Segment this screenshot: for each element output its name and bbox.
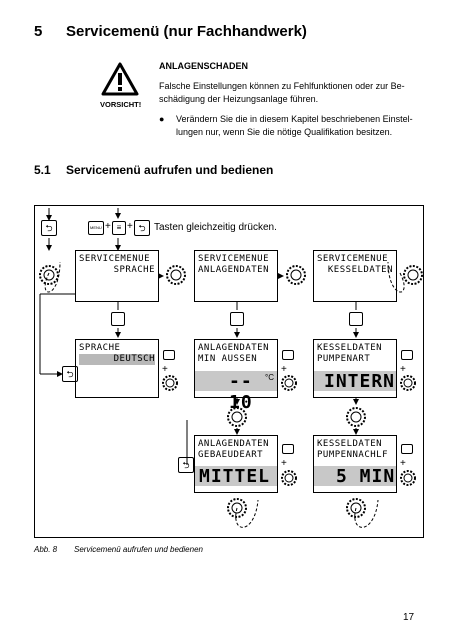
menu-key-label: MENU <box>90 225 102 230</box>
display-line2: SPRACHE <box>113 265 155 275</box>
plus-sign: + <box>281 458 287 469</box>
display-servicemenue-kesseldaten: SERVICEMENUE KESSELDATEN <box>313 250 397 302</box>
display-big-value: 5 MIN <box>336 466 396 487</box>
display-big-value: INTERN <box>324 371 396 392</box>
back-key-icon[interactable]: ⮌ <box>178 457 194 473</box>
display-anlagendaten-min-aussen: ANLAGENDATEN MIN AUSSEN -- 10 °C <box>194 339 278 413</box>
display-kesseldaten-pumpenart: KESSELDATEN PUMPENART INTERN <box>313 339 397 398</box>
section-title: Servicemenü aufrufen und bedienen <box>66 163 274 177</box>
figure-label: Abb. 8 <box>34 545 58 554</box>
warning-text-line1: Falsche Einstellungen können zu Fehlfunk… <box>159 81 405 91</box>
warning-heading: ANLAGENSCHADEN <box>159 61 249 71</box>
chapter-number: 5 <box>34 23 43 40</box>
display-line2: ANLAGENDATEN <box>198 265 270 275</box>
display-line1: ANLAGENDATEN <box>198 439 270 449</box>
info-key-icon[interactable] <box>282 350 294 360</box>
menu-key-icon[interactable] <box>230 312 244 326</box>
rotary-knob-icon[interactable] <box>38 264 60 286</box>
rotary-knob-icon[interactable] <box>345 497 367 519</box>
page-number: 17 <box>403 612 415 623</box>
display-line2: GEBAEUDEART <box>198 450 264 460</box>
back-key-icon[interactable]: ⮌ <box>134 220 150 236</box>
info-key-icon[interactable] <box>163 350 175 360</box>
rotary-knob-icon[interactable] <box>165 264 187 286</box>
display-unit: °C <box>265 373 274 382</box>
plus-sign: + <box>162 364 168 375</box>
display-value-area: INTERN <box>314 371 396 392</box>
rotary-knob-icon[interactable] <box>399 469 417 487</box>
rotary-knob-icon[interactable] <box>226 406 248 428</box>
plus-sign-2: + <box>127 221 133 232</box>
warning-triangle-icon <box>101 62 139 96</box>
warning-label: VORSICHT! <box>100 100 142 109</box>
rotary-knob-icon[interactable] <box>399 374 417 392</box>
warning-bullet-line1: Verändern Sie die in diesem Kapitel besc… <box>176 114 413 124</box>
display-sprache: SPRACHE DEUTSCH <box>75 339 159 398</box>
rotary-knob-icon[interactable] <box>285 264 307 286</box>
info-key-icon[interactable] <box>282 444 294 454</box>
display-line1: KESSELDATEN <box>317 343 383 353</box>
display-servicemenue-anlagendaten: SERVICEMENUE ANLAGENDATEN <box>194 250 278 302</box>
display-line2: PUMPENART <box>317 354 371 364</box>
display-line2: PUMPENNACHLF <box>317 450 389 460</box>
exit-key-top[interactable]: ⮌ <box>41 220 57 236</box>
instruction-text: Tasten gleichzeitig drücken. <box>154 222 277 233</box>
display-line1: ANLAGENDATEN <box>198 343 270 353</box>
plus-sign: + <box>400 364 406 375</box>
section-number: 5.1 <box>34 163 51 177</box>
info-key-icon[interactable] <box>401 444 413 454</box>
rotary-knob-icon[interactable] <box>161 374 179 392</box>
display-line1: SERVICEMENUE <box>317 254 389 264</box>
display-anlagendaten-gebaeudeart: ANLAGENDATEN GEBAEUDEART MITTEL <box>194 435 278 493</box>
warning-text-line2: schädigung der Heizungsanlage führen. <box>159 94 319 104</box>
rotary-knob-icon[interactable] <box>402 264 424 286</box>
warning-bullet-line2: lungen nur, wenn Sie die nötige Qualifik… <box>176 127 393 137</box>
display-line1: SERVICEMENUE <box>79 254 151 264</box>
display-line1: SPRACHE <box>79 343 121 353</box>
display-value-area: MITTEL <box>195 466 277 487</box>
display-line2: MIN AUSSEN <box>198 354 258 364</box>
plus-sign: + <box>400 458 406 469</box>
display-line2-highlighted: DEUTSCH <box>79 354 155 365</box>
menu-key-icon[interactable]: MENU <box>88 221 104 235</box>
display-line1: KESSELDATEN <box>317 439 383 449</box>
menu-key-icon[interactable] <box>111 312 125 326</box>
diagram-frame <box>34 205 424 538</box>
info-key-icon[interactable] <box>401 350 413 360</box>
info-key-icon[interactable]: ≡ <box>112 221 126 235</box>
back-key-icon[interactable]: ⮌ <box>62 366 78 382</box>
figure-caption: Servicemenü aufrufen und bedienen <box>74 545 203 554</box>
rotary-knob-icon[interactable] <box>280 469 298 487</box>
display-value-area: 5 MIN <box>314 466 396 487</box>
display-line2: KESSELDATEN <box>327 265 393 275</box>
display-value-area: -- 10 °C <box>195 371 277 413</box>
display-kesseldaten-pumpennachlf: KESSELDATEN PUMPENNACHLF 5 MIN <box>313 435 397 493</box>
chapter-title: Servicemenü (nur Fachhandwerk) <box>66 23 307 40</box>
bullet-dot: ● <box>159 114 165 124</box>
plus-sign: + <box>281 364 287 375</box>
rotary-knob-icon[interactable] <box>226 497 248 519</box>
rotary-knob-icon[interactable] <box>345 406 367 428</box>
display-line1: SERVICEMENUE <box>198 254 270 264</box>
display-servicemenue-sprache: SERVICEMENUE SPRACHE <box>75 250 159 302</box>
display-big-value: MITTEL <box>199 466 271 487</box>
menu-key-icon[interactable] <box>349 312 363 326</box>
rotary-knob-icon[interactable] <box>280 374 298 392</box>
plus-sign: + <box>105 221 111 232</box>
